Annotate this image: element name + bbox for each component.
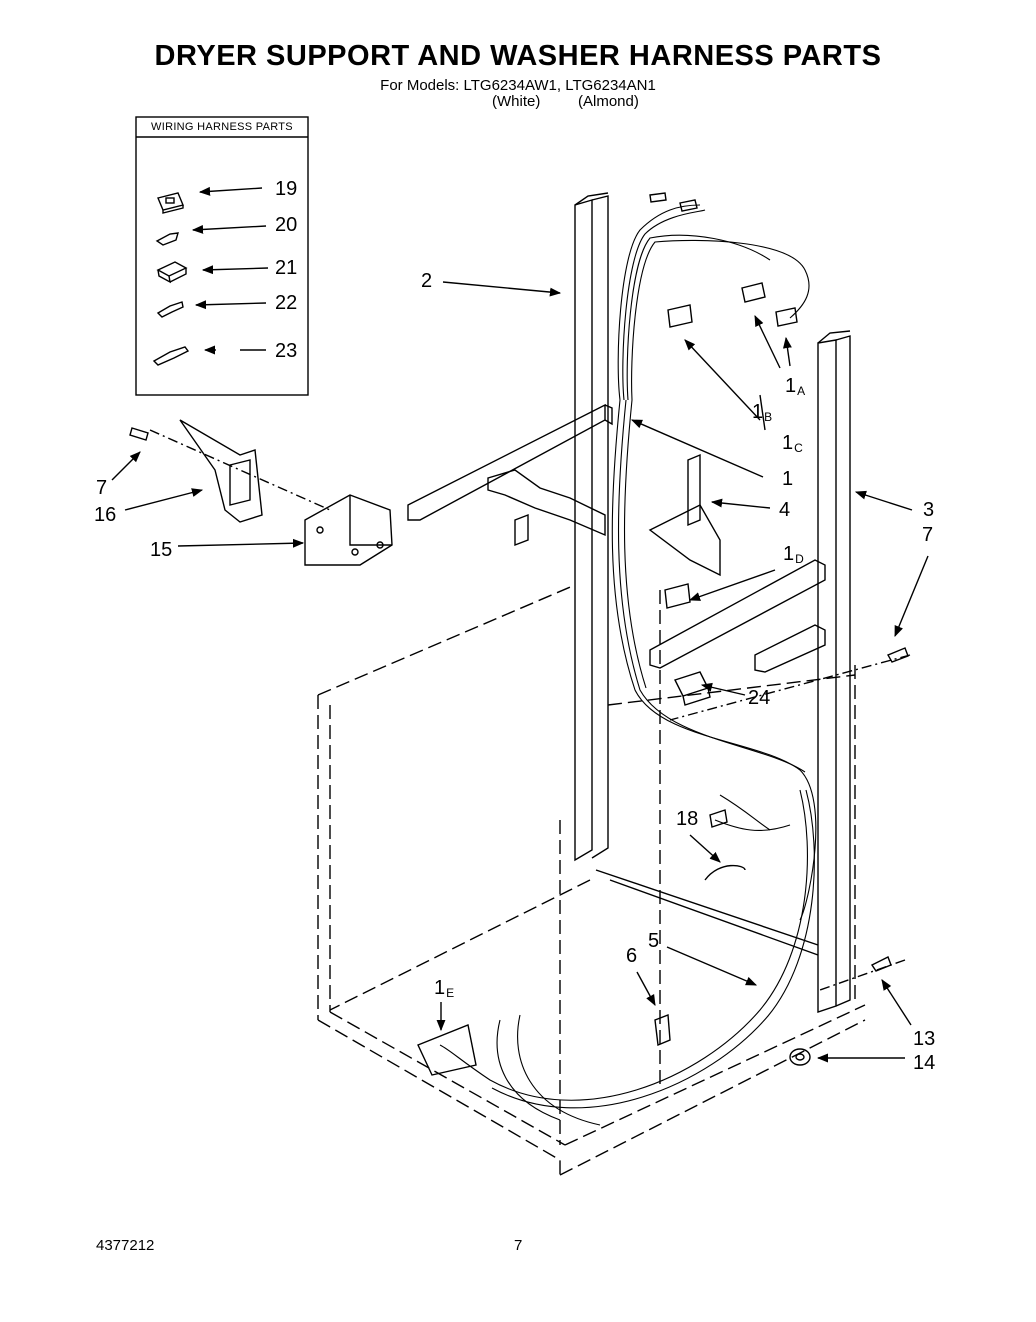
bracket-assembly (179, 419, 393, 566)
washer-14-icon (789, 1048, 811, 1066)
callout-leaders (111, 281, 929, 1063)
part-6-icon (654, 1014, 671, 1047)
model-color-almond: (Almond) (578, 93, 639, 110)
page-number: 7 (514, 1237, 523, 1254)
model-color-white: (White) (492, 93, 541, 110)
callout-6: 6 (626, 945, 637, 967)
callout-3: 3 (923, 499, 934, 521)
assembly-leaders (149, 429, 911, 991)
callout-5: 5 (648, 930, 659, 952)
callout-20: 20 (275, 214, 297, 236)
callout-7-right: 7 (922, 524, 933, 546)
screw-7-icon (129, 427, 149, 441)
callout-1a: 1A (785, 375, 805, 398)
callout-15: 15 (150, 539, 172, 561)
inset-caption: WIRING HARNESS PARTS (151, 121, 293, 133)
doc-number: 4377212 (96, 1237, 155, 1254)
callout-18: 18 (676, 808, 698, 830)
terminal-23-icon (152, 346, 190, 366)
wiring-harness-inset (135, 116, 309, 396)
part-24-icon (674, 671, 711, 706)
callout-1b: 1B (752, 401, 772, 424)
callout-4: 4 (779, 499, 790, 521)
models-subtitle: For Models: LTG6234AW1, LTG6234AN1 (380, 77, 656, 94)
connector-21-icon (156, 261, 188, 284)
callout-labels: 19 20 21 22 23 2 7 16 15 1A 1B 1C 1 4 3 … (94, 178, 935, 1074)
callout-1c: 1C (782, 432, 803, 455)
callout-2: 2 (421, 270, 432, 292)
screw-7b-icon (886, 647, 909, 663)
callout-14: 14 (913, 1052, 935, 1074)
terminal-22-icon (156, 301, 184, 318)
callout-7-left: 7 (96, 477, 107, 499)
callout-16: 16 (94, 504, 116, 526)
callout-23: 23 (275, 340, 297, 362)
page-title: DRYER SUPPORT AND WASHER HARNESS PARTS (154, 40, 882, 72)
callout-13: 13 (913, 1028, 935, 1050)
wire-harness (439, 204, 817, 1126)
harness-connectors (417, 192, 798, 1076)
callout-1d: 1D (783, 543, 804, 566)
callout-21: 21 (275, 257, 297, 279)
screw-13-icon (870, 956, 892, 972)
callout-1: 1 (782, 468, 793, 490)
callout-22: 22 (275, 292, 297, 314)
connector-20-icon (155, 232, 179, 246)
connector-19-icon (157, 192, 184, 214)
callout-1e: 1E (434, 977, 454, 1000)
callout-24: 24 (748, 687, 770, 709)
callout-19: 19 (275, 178, 297, 200)
washer-outline-dashed (317, 584, 866, 1176)
dryer-support-frame (407, 192, 851, 1013)
